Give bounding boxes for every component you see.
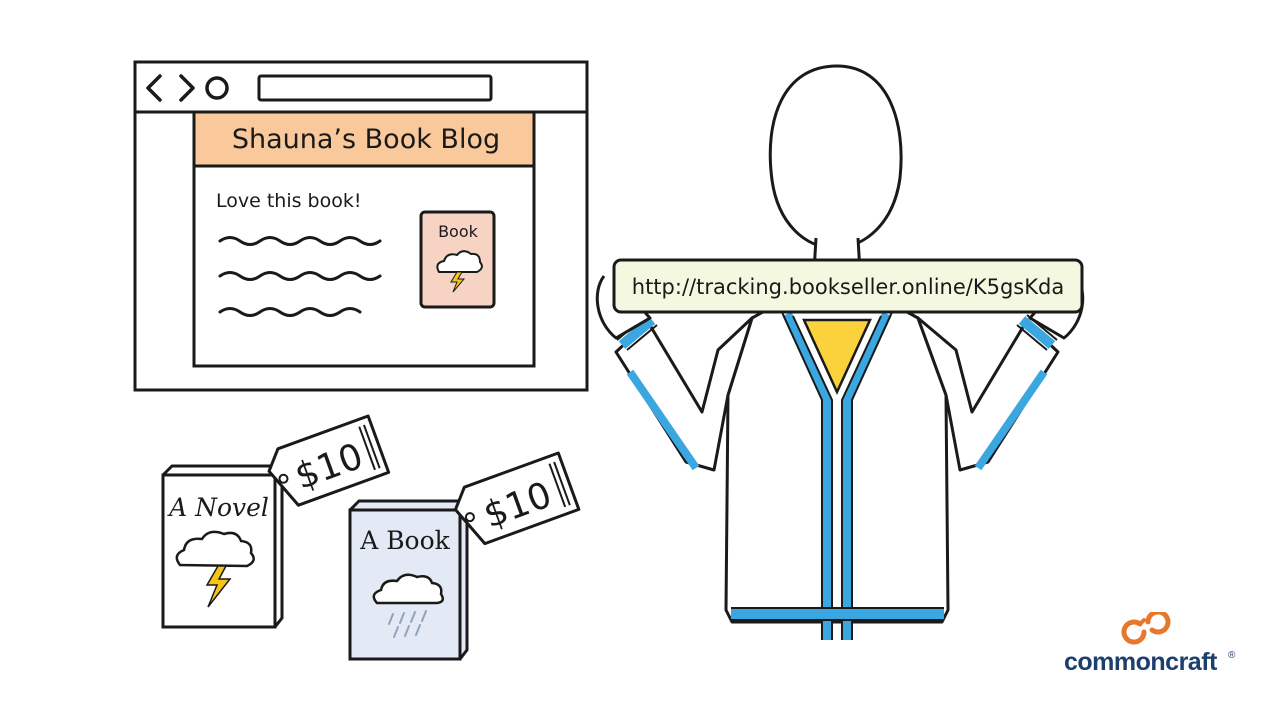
storm-cloud-lightning-icon — [175, 530, 255, 608]
book-thumbnail[interactable]: Book — [419, 210, 496, 309]
person-head — [768, 64, 903, 250]
person-figure — [595, 64, 1085, 640]
left-arm — [614, 316, 754, 472]
tag-hole — [464, 512, 475, 523]
post-heading: Love this book! — [216, 190, 362, 212]
blog-title: Shauna’s Book Blog — [232, 124, 500, 155]
brand-name: commoncraft — [1064, 648, 1217, 676]
tracking-url[interactable]: http://tracking.bookseller.online/K5gsKd… — [632, 275, 1064, 299]
wavy-line — [218, 271, 382, 281]
speech-bubbles-icon — [1121, 612, 1171, 645]
novel-title: A Novel — [167, 493, 269, 522]
book-title: A Book — [359, 526, 450, 555]
tag-hole — [278, 473, 289, 484]
price-tag-book: $10 — [453, 451, 581, 546]
shirt — [802, 318, 872, 396]
product-novel[interactable]: A Novel — [161, 464, 284, 629]
wavy-line — [218, 236, 382, 246]
chevron-left-icon[interactable] — [146, 74, 162, 102]
wavy-line — [218, 307, 362, 317]
thumbnail-label: Book — [438, 222, 479, 241]
price-tag-novel: $10 — [267, 414, 391, 507]
storm-cloud-icon — [436, 250, 483, 293]
product-book[interactable]: A Book — [348, 499, 469, 661]
rain-cloud-icon — [372, 573, 445, 638]
browser-window: Shauna’s Book Blog Love this book! Book — [133, 60, 589, 392]
tracking-link-banner[interactable]: http://tracking.bookseller.online/K5gsKd… — [612, 258, 1084, 314]
right-arm — [916, 316, 1060, 472]
reload-icon[interactable] — [205, 76, 229, 100]
chevron-right-icon[interactable] — [179, 74, 195, 102]
blog-header — [192, 110, 536, 168]
placeholder-text-lines — [218, 236, 382, 317]
registered-mark: ® — [1228, 650, 1236, 661]
commoncraft-logo: commoncraft ® — [1062, 612, 1242, 682]
address-bar[interactable] — [257, 74, 493, 102]
